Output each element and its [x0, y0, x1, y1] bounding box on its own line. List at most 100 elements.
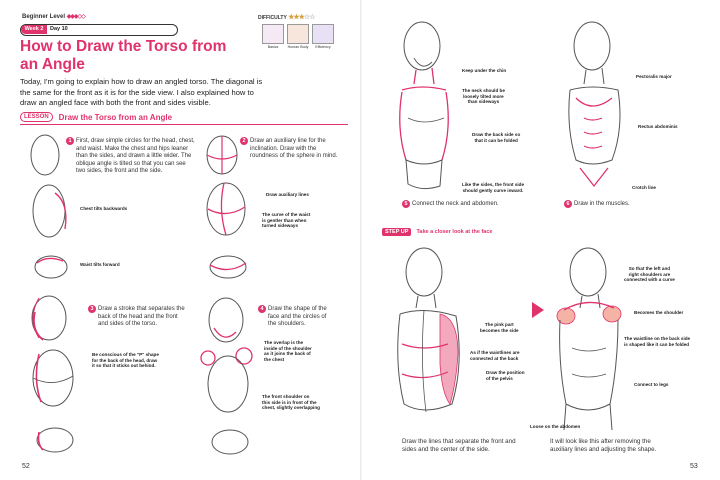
basics-caption: Basics [267, 45, 279, 49]
human-body-caption: Human Body [287, 45, 309, 49]
step-4-line-2: face and the circles of [268, 313, 327, 320]
level-label: Beginner Level [22, 14, 66, 20]
note-front-shoulder-2: this side is in front of the [262, 399, 317, 405]
note-loose-abdomen: Loose on the abdomen [530, 424, 581, 429]
step-2-line-1: Draw an auxiliary line for the [250, 138, 326, 144]
step-4-line-1: Draw the shape of the [268, 306, 327, 312]
step-4-line-3: the shoulders. [268, 321, 306, 328]
step-1-line-4: oblique angle is tilted so that you can … [76, 160, 186, 167]
step-3-number: 3 [88, 305, 96, 313]
difficulty-text: DIFFICULTY [258, 15, 287, 21]
note-waist-tilts: Waist tilts forward [80, 262, 120, 267]
title-line-1: How to Draw the Torso from [20, 38, 227, 55]
note-overlap-1: The overlap is the [264, 340, 304, 345]
note-chin: Keep under the chin [462, 68, 507, 73]
step-6-illustration [568, 21, 621, 188]
note-waistlines-1: As if the waistlines are [470, 350, 520, 355]
step-1-line-3: than the sides, and drawn a little wider… [76, 153, 192, 160]
human-body-card-icon [287, 24, 309, 44]
stepup-header: STEP UP Take a closer look at the face [382, 228, 492, 236]
note-waistlines-2: connected at the back [470, 355, 519, 361]
step-5-illustration [399, 21, 449, 190]
note-waistline-back-1: The waistline on the back side [624, 336, 691, 341]
note-shoulders-connected-3: connected with a curve [624, 277, 675, 283]
caption-right: It will look like this after removing th… [550, 438, 656, 453]
step-5-number: 5 [402, 200, 410, 208]
note-sides-front-2: should gently curve inward. [462, 187, 524, 193]
title-line-2: an Angle [20, 56, 85, 73]
note-shoulders-connected-2: right shoulders are [628, 271, 671, 277]
note-waistlines: As if the waistlines are connected at th… [470, 350, 520, 361]
arrow-right-icon [532, 302, 544, 318]
week-label: Week 2 [21, 25, 47, 34]
caption-left-1: Draw the lines that separate the front a… [402, 438, 516, 445]
note-connect-legs: Connect to legs [634, 382, 669, 387]
difficulty-stars: ★★★☆☆ [288, 14, 316, 21]
note-pelvis-2: of the pelvis [486, 375, 513, 381]
step-6-number: 6 [564, 200, 572, 208]
right-page: Keep under the chin The neck should be l… [362, 0, 720, 480]
note-sides-front-1: Like the sides, the front side [462, 182, 525, 187]
note-front-shoulder: The front shoulder on this side is in fr… [262, 394, 320, 411]
stars-off: ☆☆ [303, 14, 316, 21]
note-becomes-shoulder: Becomes the shoulder [634, 310, 684, 315]
note-pink-part-1: The pink part [484, 322, 514, 327]
step-3-illustration [31, 295, 74, 453]
note-rectus: Rectus abdominis [638, 124, 678, 129]
note-neck-1: The neck should be [462, 88, 505, 93]
difficulty-label: DIFFICULTY ★★★☆☆ [258, 13, 316, 21]
stars-on: ★★★ [288, 14, 305, 21]
note-aux-lines: Draw auxiliary lines [266, 192, 309, 197]
note-shoulders-connected: So that the left and right shoulders are… [624, 266, 675, 283]
step-2-line-2: inclination. Draw with the [250, 145, 317, 152]
efficiency-card-icon [312, 24, 334, 44]
step-1-line-2: and waist. Make the chest and hips leane… [76, 145, 189, 152]
step-6-text: Draw in the muscles. [574, 201, 630, 207]
intro-line-1: Today, I'm going to explain how to draw … [20, 77, 263, 86]
intro-line-2: the same for the front as it is for the … [20, 87, 254, 97]
lesson-header: LESSON Draw the Torso from an Angle [20, 112, 172, 122]
note-back-side: Draw the back side so that it can be fol… [472, 132, 520, 143]
note-back-side-2: that it can be folded [474, 137, 518, 143]
step-5-text: Connect the neck and abdomen. [412, 201, 499, 207]
note-shoulders-connected-1: So that the left and [628, 266, 671, 271]
note-p-shape: Be conscious of the "P" shape for the ba… [92, 352, 159, 369]
note-chest-tilts: Chest tilts backwards [80, 206, 128, 211]
stepup-tag: STEP UP [382, 228, 412, 236]
level-indicator: Beginner Level ◆◆◆◇◇ [22, 13, 86, 20]
note-neck-2: loosely tilted more [463, 93, 504, 99]
step-3-line-1: Draw a stroke that separates the [98, 306, 185, 312]
note-pink-part: The pink part becomes the side [480, 322, 519, 333]
note-waist-curve-2: is gentler than when [262, 217, 307, 223]
note-neck: The neck should be loosely tilted more t… [462, 88, 505, 105]
note-pelvis: Draw the position of the pelvis [486, 370, 525, 381]
note-overlap-4: the chest [264, 356, 285, 362]
note-overlap-2: inside of the shoulder [264, 345, 312, 351]
stepup-title: Take a closer look at the face [416, 229, 493, 235]
lesson-title: Draw the Torso from an Angle [58, 112, 173, 122]
step-3-line-2: back of the head and the front [98, 313, 178, 320]
note-crotch: Crotch line [632, 185, 656, 190]
note-overlap: The overlap is the inside of the shoulde… [264, 340, 312, 362]
day-label: Day 10 [50, 26, 68, 32]
intro-line-3: draw an angled face with both the front … [20, 98, 211, 108]
left-page: Beginner Level ◆◆◆◇◇ Week 2 Day 10 DIFFI… [20, 13, 360, 470]
step-4-illustration [200, 297, 253, 455]
step-1-number: 1 [66, 137, 74, 145]
week-day-bar: Week 2 Day 10 [20, 24, 178, 36]
step-1-line-1: First, draw simple circles for the head,… [76, 138, 195, 144]
note-p-shape-3: it so that it sticks out behind. [92, 363, 156, 369]
note-waistline-back: The waistline on the back side is shaped… [624, 336, 690, 347]
note-p-shape-1: Be conscious of the "P" shape [92, 352, 159, 357]
note-pink-part-2: becomes the side [480, 327, 519, 333]
page-number-left: 52 [22, 463, 30, 470]
intro-paragraph: Today, I'm going to explain how to draw … [20, 77, 350, 109]
note-front-shoulder-3: chest, slightly overlapping [262, 405, 320, 411]
